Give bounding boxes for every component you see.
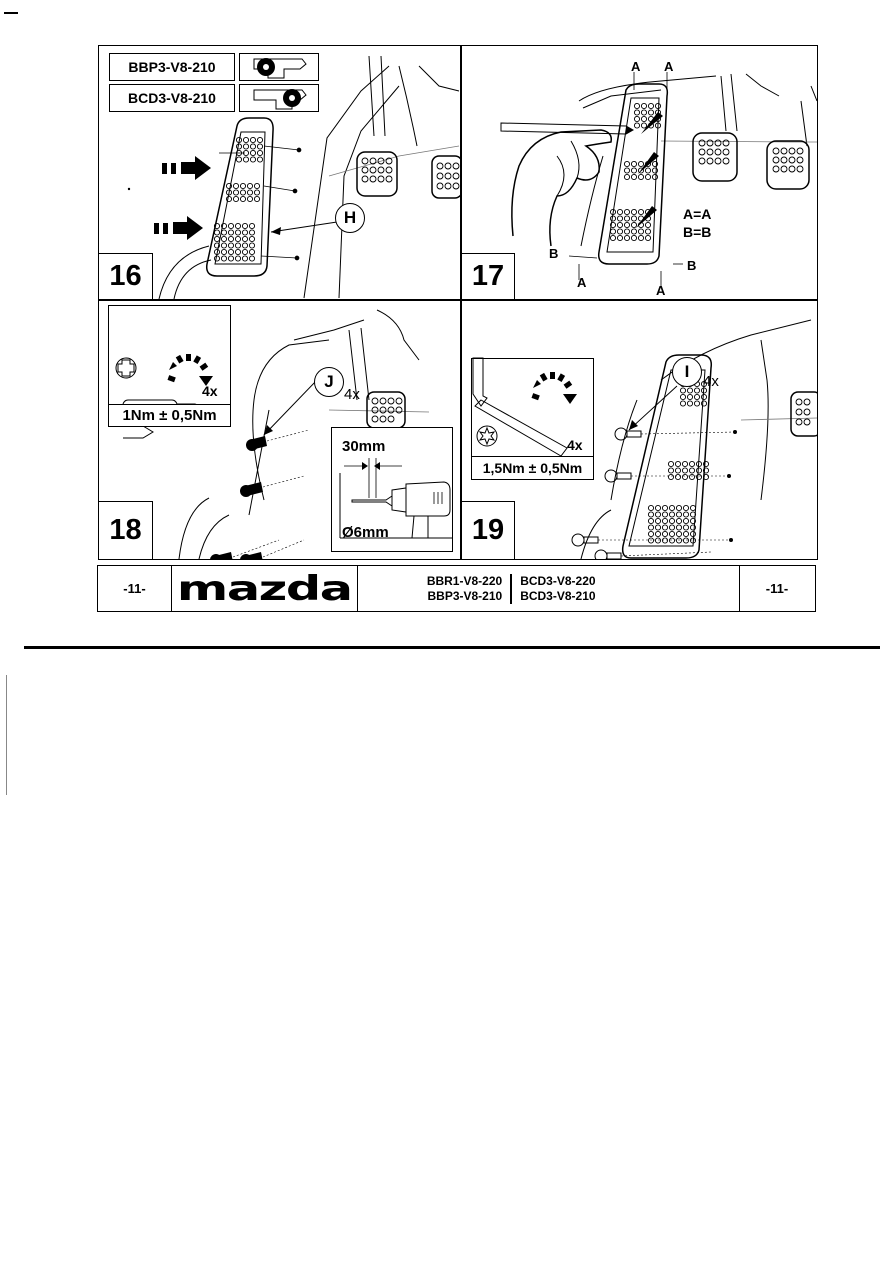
brand-logo: mazda xyxy=(172,566,358,611)
scan-edge-mark xyxy=(6,675,7,795)
panel-step-17: A A B B A A A=A B=B 17 xyxy=(461,46,817,299)
torque-spec: 1Nm ± 0,5Nm xyxy=(108,404,231,427)
pedal-icon xyxy=(366,391,406,429)
insert-arrow-lower xyxy=(154,216,203,240)
callout-i: I xyxy=(672,357,702,387)
panel-step-19: 4x 1,5Nm ± 0,5Nm I 4x 19 xyxy=(461,300,817,559)
label-b-right: B xyxy=(687,258,697,273)
step-number: 17 xyxy=(461,253,515,299)
model-code: BBR1-V8-220 xyxy=(426,573,503,588)
part-code-2: BCD3-V8-210 xyxy=(109,84,235,112)
callout-j: J xyxy=(314,367,344,397)
label-equal-a: A=A xyxy=(683,206,712,222)
separator-rule xyxy=(24,646,880,649)
drill-icon xyxy=(339,458,452,539)
tool-quantity: 4x xyxy=(202,383,218,399)
step-number: 19 xyxy=(461,501,515,559)
instruction-sheet: BBP3-V8-210 BCD3-V8-210 H 16 xyxy=(98,45,818,560)
pedal-illustration xyxy=(127,55,460,299)
pedal-icon xyxy=(692,132,738,182)
mark-arrows xyxy=(636,112,663,228)
label-equal-b: B=B xyxy=(683,224,712,240)
drill-diameter: Ø6mm xyxy=(342,524,389,541)
tool-box xyxy=(108,305,231,427)
rotation-arrow-icon xyxy=(531,372,577,404)
model-codes-left: BBR1-V8-220 BBP3-V8-210 xyxy=(426,573,513,604)
phillips-head-icon xyxy=(115,357,137,379)
page-number-right: -11- xyxy=(765,581,789,596)
panel-step-16: BBP3-V8-210 BCD3-V8-210 H 16 xyxy=(99,46,460,299)
label-a-bottom-left: A xyxy=(577,275,587,290)
pencil-icon xyxy=(500,122,635,135)
accelerator-pad xyxy=(205,117,274,277)
tool-quantity: 4x xyxy=(567,437,583,453)
drill-depth: 30mm xyxy=(342,438,386,455)
accelerator-pad xyxy=(597,83,669,265)
label-a-top-left: A xyxy=(631,59,641,74)
scan-mark xyxy=(4,12,18,14)
flat-blade-icon xyxy=(123,425,154,439)
pedal-icon xyxy=(356,151,398,197)
accelerator-pad xyxy=(621,354,713,559)
model-codes-right: BCD3-V8-220 BCD3-V8-210 xyxy=(512,574,670,604)
insert-arrow-upper xyxy=(162,156,211,180)
callout-j-quantity: 4x xyxy=(344,386,360,403)
model-code: BBP3-V8-210 xyxy=(427,588,503,603)
model-codes: BBR1-V8-220 BBP3-V8-210 BCD3-V8-220 BCD3… xyxy=(358,566,740,611)
torque-spec: 1,5Nm ± 0,5Nm xyxy=(471,456,594,480)
step-number: 16 xyxy=(99,253,153,299)
panel-step-18: 4x 1Nm ± 0,5Nm J 4x xyxy=(99,300,460,559)
hand-icon xyxy=(511,129,613,247)
callout-i-label: I xyxy=(684,362,690,381)
page-number-left: -11- xyxy=(98,566,172,611)
rhd-steering-icon xyxy=(239,84,319,112)
drilling-illustration xyxy=(115,309,430,559)
pedal-icon xyxy=(790,391,817,437)
callout-h-label: H xyxy=(343,208,357,227)
model-code: BCD3-V8-220 xyxy=(520,573,596,588)
brand-logo-text: mazda xyxy=(177,568,353,609)
model-code: BCD3-V8-210 xyxy=(520,588,596,603)
tool-box xyxy=(471,358,594,456)
lhd-steering-icon xyxy=(239,53,319,81)
label-a-top-right: A xyxy=(664,59,674,74)
part-code-1: BBP3-V8-210 xyxy=(109,53,235,81)
callout-i-quantity: 4x xyxy=(703,373,719,390)
divider-horizontal xyxy=(99,299,817,301)
rotation-arrow-icon xyxy=(167,354,213,386)
label-a-bottom-right: A xyxy=(656,283,666,298)
callout-j-label: J xyxy=(324,372,334,391)
label-b-left: B xyxy=(549,246,559,261)
divider-vertical xyxy=(460,46,462,559)
rivet-icon xyxy=(210,436,267,559)
page-footer: -11- mazda BBR1-V8-220 BBP3-V8-210 BCD3-… xyxy=(97,565,816,612)
step-number: 18 xyxy=(99,501,153,559)
callout-h: H xyxy=(335,203,365,233)
pedal-icon xyxy=(766,140,810,190)
drill-detail: 30mm Ø6mm xyxy=(331,427,453,552)
torx-head-icon xyxy=(476,425,498,447)
screwing-illustration xyxy=(472,319,817,559)
marking-illustration xyxy=(500,72,817,286)
pedal-icon xyxy=(431,155,460,199)
